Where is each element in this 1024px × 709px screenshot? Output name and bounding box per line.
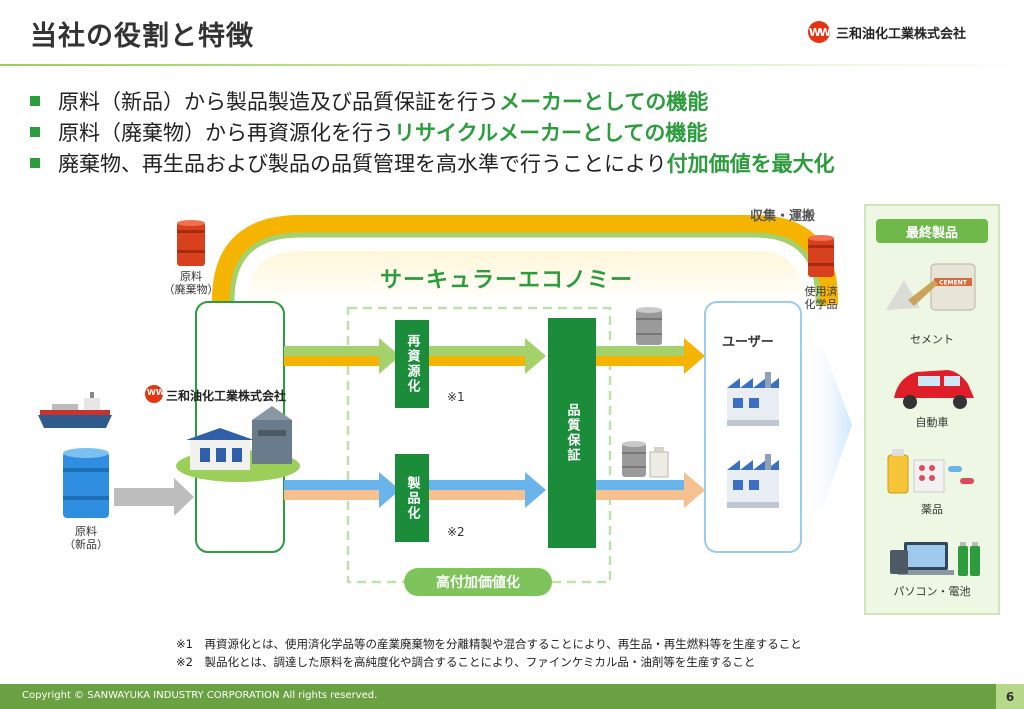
user-label: ユーザー [722, 335, 774, 350]
company-logo-glyph: WW [147, 388, 165, 397]
bullet-marker [30, 158, 40, 168]
bullet-marker [30, 127, 40, 137]
final-item-car: 自動車 [915, 416, 949, 429]
bullet-1: 原料（新品）から製品製造及び品質保証を行うメーカーとしての機能 [30, 86, 708, 116]
product-flow-arrow [284, 472, 705, 508]
copyright: Copyright © SANWAYUKA INDUSTRY CORPORATI… [22, 690, 378, 701]
raw-new-label: 原料 （新品） [56, 525, 116, 551]
medicine-icon [887, 449, 974, 494]
company-diagram-label: 三和油化工業株式会社 [166, 389, 287, 403]
raw-waste-label: 原料 （廃棄物） [160, 270, 222, 296]
raw-waste-label-line1: 原料 [180, 270, 202, 283]
ship-icon [38, 392, 112, 428]
final-item-cement: セメント [910, 333, 954, 346]
quality-assurance-box: 品質保証 [548, 318, 596, 548]
factory-icon [176, 406, 300, 482]
circular-economy-title: サーキュラーエコノミー [380, 268, 634, 293]
recycle-flow-arrow [284, 338, 705, 374]
used-chem-label: 使用済 化学品 [796, 285, 846, 311]
footnote-2: ※2 製品化とは、調達した原料を高純度化や調合することにより、ファインケミカル品… [176, 655, 756, 669]
circular-loop-inner [244, 249, 805, 306]
collection-label: 収集・運搬 [750, 209, 816, 224]
cement-icon: CEMENT [886, 263, 976, 311]
bullet-highlight: 付加価値を最大化 [666, 152, 835, 176]
page-title: 当社の役割と特徴 [30, 21, 254, 52]
product-box: 製品化 [395, 454, 429, 542]
note-mark-2: ※2 [447, 525, 465, 539]
final-item-pc-battery: パソコン・電池 [893, 585, 971, 598]
drum-icon [622, 441, 669, 478]
bullet-text: 原料（新品）から製品製造及び品質保証を行う [58, 90, 499, 114]
final-item-medicine: 薬品 [921, 503, 943, 516]
drum-icon [63, 448, 109, 518]
bullet-2: 原料（廃棄物）から再資源化を行うリサイクルメーカーとしての機能 [30, 117, 707, 147]
bullet-text: 廃棄物、再生品および製品の品質管理を高水準で行うことにより [58, 152, 667, 176]
final-products-title: 最終製品 [876, 219, 988, 243]
input-arrow [114, 478, 194, 516]
bullet-3: 廃棄物、再生品および製品の品質管理を高水準で行うことにより付加価値を最大化 [30, 148, 835, 178]
company-logo-mark: WW [808, 21, 831, 43]
drum-icon [636, 307, 662, 345]
drum-icon [177, 220, 205, 266]
factory-icon [727, 372, 779, 426]
footnote-1: ※1 再資源化とは、使用済化学品等の産業廃棄物を分離精製や混合することにより、再… [176, 637, 802, 651]
page-number: 6 [996, 684, 1024, 709]
used-chem-label-line2: 化学品 [804, 298, 838, 311]
bullet-text: 原料（廃棄物）から再資源化を行う [58, 121, 394, 145]
raw-new-label-line2: （新品） [64, 538, 108, 551]
drum-icon [808, 235, 834, 277]
car-icon [894, 370, 974, 409]
bullet-highlight: リサイクルメーカーとしての機能 [394, 121, 708, 145]
output-arrow [806, 345, 852, 510]
note-mark-1: ※1 [447, 390, 465, 404]
title-divider [0, 64, 1024, 66]
factory-icon [727, 454, 779, 508]
company-logo-mark [145, 385, 163, 403]
added-value-badge: 高付加価値化 [404, 568, 552, 596]
cement-bag-text: CEMENT [939, 280, 968, 287]
company-logo: WW 三和油化工業株式会社 [808, 21, 966, 43]
raw-new-label-line1: 原料 [75, 525, 97, 538]
bullet-highlight: メーカーとしての機能 [499, 90, 709, 114]
company-name: 三和油化工業株式会社 [836, 26, 967, 42]
raw-waste-label-line2: （廃棄物） [163, 283, 219, 296]
bullet-marker [30, 96, 40, 106]
final-products-icons: CEMENT [886, 263, 980, 576]
used-chem-label-line1: 使用済 [804, 285, 838, 298]
footer-bar [0, 684, 1024, 709]
laptop-battery-icon [890, 542, 980, 576]
recycle-box: 再資源化 [395, 320, 429, 408]
